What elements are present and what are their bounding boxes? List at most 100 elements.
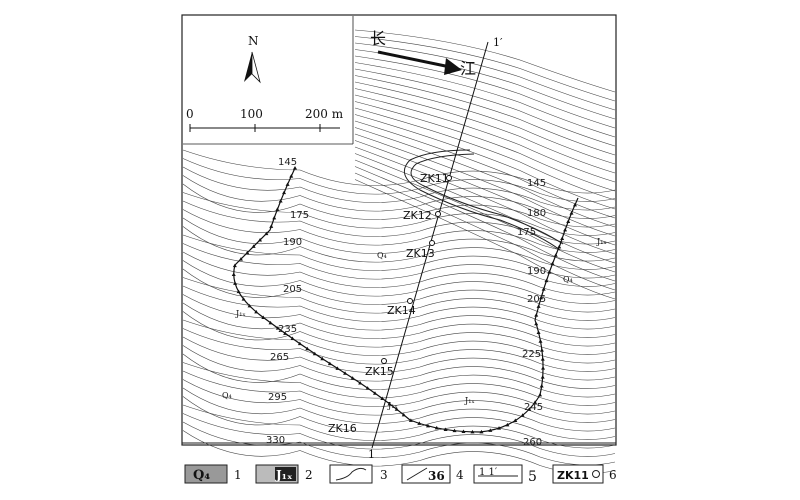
boreholes: ZK11 ZK12 ZK13 ZK14 ZK15 ZK16 — [328, 172, 452, 435]
inset-panel — [183, 16, 353, 144]
contour-line — [182, 421, 616, 466]
contour-line — [354, 55, 616, 129]
legend-symbol-profile — [473, 464, 523, 484]
boundary-triangle — [283, 331, 288, 335]
contour-line — [182, 251, 616, 296]
boundary-triangle — [272, 215, 277, 220]
boundary-triangle — [278, 199, 283, 203]
boundary-triangle — [470, 429, 475, 434]
boundary-triangle — [297, 341, 302, 346]
borehole-marker — [446, 175, 452, 181]
contour-line — [182, 353, 616, 398]
contour-line — [182, 294, 616, 338]
contour-label: 265 — [270, 352, 289, 363]
boundary-triangle — [285, 182, 290, 186]
river-arrow-head — [444, 58, 462, 75]
scale-label-100: 100 — [240, 107, 263, 121]
contour-line — [182, 285, 616, 330]
road — [403, 149, 561, 251]
boundary-triangle — [254, 309, 259, 314]
scale-label-200: 200 m — [305, 107, 344, 121]
contour-line — [182, 200, 616, 245]
boundary-triangle — [539, 348, 544, 352]
boundary-triangle — [557, 244, 562, 249]
contour-line — [354, 62, 616, 138]
boundary-triangle — [236, 289, 241, 294]
boundary-triangle — [534, 321, 539, 326]
contour-line — [182, 158, 616, 202]
geology-labels: Q₄ J₁ₓ Q₄ Q₄ J₁ₓ J₁ₓ J₁ₓ — [222, 237, 607, 410]
boundary-triangle — [434, 425, 439, 430]
borehole-label: ZK11 — [420, 172, 449, 185]
boundary-triangle — [550, 261, 555, 266]
boundary-triangle — [479, 429, 484, 434]
boundary-triangle — [335, 366, 340, 370]
geo-label: J₁ₓ — [235, 309, 246, 318]
boundary-triangle — [401, 412, 406, 417]
boundary-triangle — [566, 219, 571, 223]
contour-label: 145 — [527, 178, 546, 189]
boundary-triangle — [245, 250, 250, 255]
profile-end-label: 1′ — [493, 36, 503, 49]
boundary-triangle — [394, 407, 399, 411]
contour-label: 295 — [268, 392, 287, 403]
geo-label: J₁ₓ — [596, 237, 607, 246]
boundary-triangle — [497, 426, 502, 430]
contour-line — [182, 260, 616, 304]
boundary-triangle — [540, 357, 545, 361]
contour-label: 260 — [523, 437, 542, 448]
contour-line — [182, 404, 616, 449]
contour-line — [182, 319, 616, 364]
contour-line — [182, 362, 616, 406]
contour-line — [354, 107, 616, 201]
legend-num: 1 — [234, 468, 242, 482]
borehole-marker — [435, 211, 441, 217]
boundary-triangle — [343, 371, 348, 375]
contour-line — [182, 396, 616, 440]
boundary-triangles — [231, 166, 577, 434]
contour-label: 175 — [517, 227, 536, 238]
contour-line — [182, 183, 616, 228]
contour-line — [182, 217, 616, 262]
river-label-bottom: 江 — [460, 59, 476, 78]
contour-line — [354, 29, 616, 93]
boundary-triangle — [505, 422, 510, 427]
boundary-triangle — [417, 421, 422, 425]
legend-num: 6 — [609, 468, 617, 482]
boundary-triangle — [320, 356, 325, 361]
borehole-marker — [407, 298, 413, 304]
contour-lines — [182, 29, 616, 474]
borehole-label: ZK15 — [365, 365, 394, 378]
boundary-triangle — [289, 174, 294, 178]
legend-num: 5 — [528, 469, 537, 485]
boundary-triangle — [536, 304, 541, 308]
borehole-label: ZK13 — [406, 247, 435, 260]
contour-line — [354, 68, 616, 147]
contour-line — [354, 42, 616, 111]
contour-line — [182, 328, 616, 372]
contour-line — [354, 120, 616, 219]
contour-labels: 145 175 190 205 235 265 295 330 145 180 … — [266, 157, 546, 448]
north-label: N — [248, 34, 259, 48]
contour-line — [182, 268, 616, 313]
boundary-triangle — [544, 278, 549, 283]
legend-num: 2 — [305, 468, 313, 482]
boundary-triangle — [425, 423, 430, 428]
boundary-triangle — [258, 237, 263, 242]
boundary-triangle — [238, 257, 243, 261]
boundary-triangle — [312, 351, 317, 356]
legend-symbol-text: 36 — [428, 469, 445, 483]
contour-label: 235 — [278, 324, 297, 335]
legend-strike-line — [406, 467, 428, 481]
boundary-triangle — [527, 407, 532, 411]
legend-symbol-text: Q₄ — [193, 468, 210, 483]
boundary-triangle — [539, 295, 544, 300]
boundary-triangle — [461, 429, 466, 433]
contour-line — [182, 226, 616, 270]
contour-line — [354, 81, 616, 165]
boundary-triangle — [538, 392, 543, 397]
boundary-triangle — [380, 396, 385, 400]
contour-label: 145 — [278, 157, 297, 168]
contour-line — [182, 387, 616, 432]
